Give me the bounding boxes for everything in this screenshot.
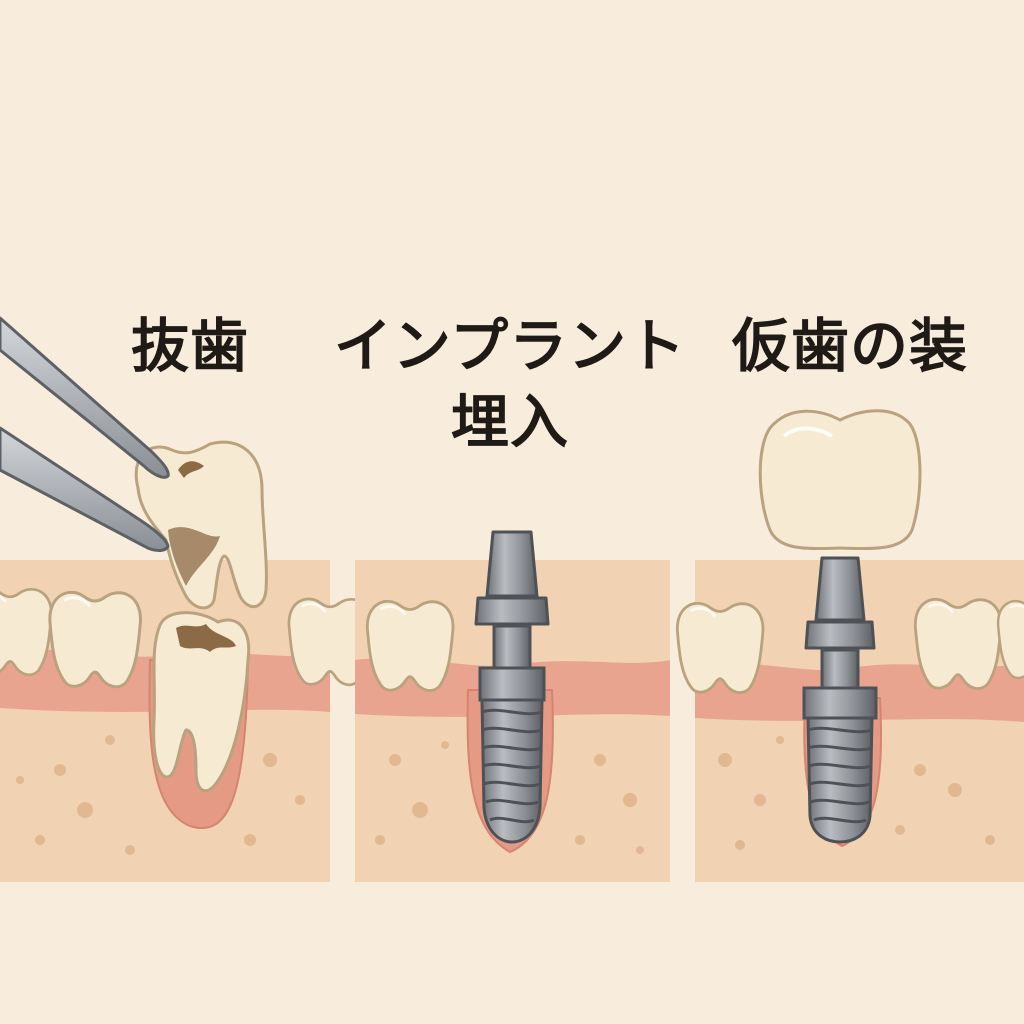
step-title-implant-placement: インプラント 埋入 (330, 308, 690, 460)
panel-temporary-crown (675, 409, 1024, 882)
decayed-tooth-root (152, 611, 251, 793)
step-title-extraction: 抜歯 (90, 308, 290, 384)
step-title-text: 仮歯の装 (731, 312, 968, 380)
tooth-icon (365, 599, 455, 693)
step-title-line2: 埋入 (450, 388, 569, 456)
step-title-line1: インプラント (333, 312, 687, 380)
panel-implant-placement (355, 530, 670, 882)
extracted-tooth (134, 440, 268, 610)
panel-extraction (0, 316, 373, 882)
implant-icon (474, 530, 550, 844)
step-title-temporary-crown: 仮歯の装 (700, 308, 1000, 384)
step-title-text: 抜歯 (130, 312, 249, 380)
forceps-icon (0, 316, 170, 552)
crown-icon (758, 409, 922, 551)
implant-icon (802, 556, 878, 844)
